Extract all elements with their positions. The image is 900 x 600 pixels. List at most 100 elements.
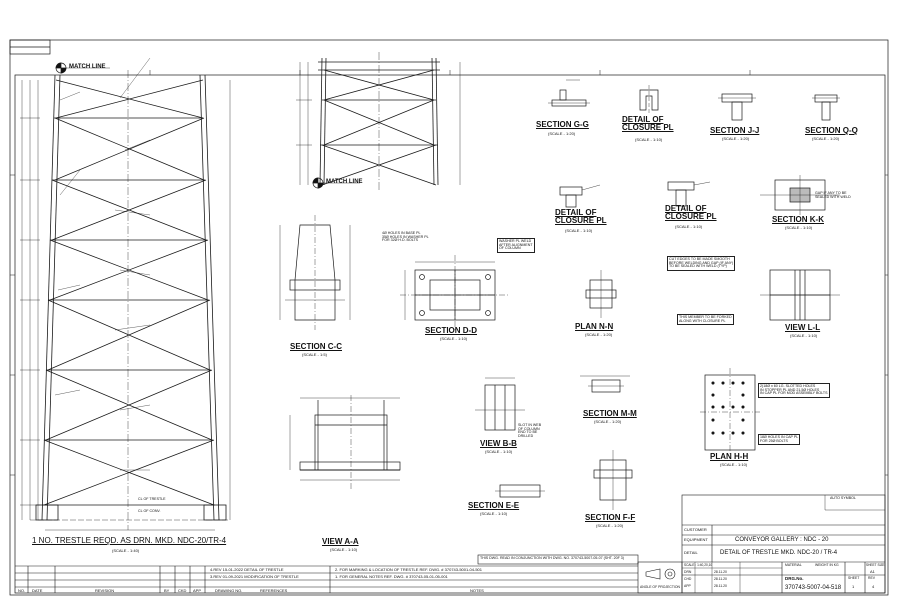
section-c-scale: (SCALE - 1:5)	[302, 352, 327, 357]
sheet-size-label: SHEET SIZE	[866, 563, 885, 567]
plan-h-geometry	[700, 368, 760, 455]
auto-symbol-label: AUTO SYMBOL	[830, 496, 856, 500]
outer-border	[9, 39, 889, 596]
section-d-scale: (SCALE - 1:10)	[440, 336, 468, 341]
ref-line-2: 1. FOR GENERAL NOTES REF. DWG. # 370743-…	[335, 574, 448, 579]
view-b-scale: (SCALE - 1:10)	[485, 449, 513, 454]
cl-trestle-label: CL OF TRESTLE	[138, 497, 166, 501]
section-d-geometry	[400, 255, 510, 330]
cl-conv-label: CL OF CONV.	[138, 509, 161, 513]
section-f-scale: (SCALE - 1:20)	[596, 523, 624, 528]
plan-h-scale: (SCALE - 1:10)	[720, 462, 748, 467]
note-forked: THIS MEMBER TO BE FORKED ALONG WITH CLOS…	[677, 314, 734, 326]
note-gap: GAP IF ANY TO BE SEALED WITH WELD	[815, 191, 851, 199]
sheet-size-value: A1	[870, 569, 875, 574]
rev-label: REV	[868, 576, 875, 580]
ref-line-1: 2. FOR MARKING & LOCATION OF TRESTLE REF…	[335, 567, 483, 572]
rev-hdr-refs: REFERENCES	[260, 588, 288, 593]
rev-hdr-dwg: DRAWING NO.	[215, 588, 243, 593]
sign-date-3: 28.11.20	[714, 584, 727, 588]
view-b-geometry	[475, 377, 525, 431]
reference-note: THIS DWG. READ IN CONJUNCTION WITH DWG. …	[480, 556, 624, 560]
view-a-title: VIEW A-A	[322, 537, 359, 546]
match-line-label-1: MATCH LINE	[69, 64, 106, 70]
view-a-geometry	[289, 395, 401, 490]
section-m-scale: (SCALE - 1:20)	[594, 419, 622, 424]
view-l-scale: (SCALE - 1:10)	[790, 333, 818, 338]
material-label: MATERIAL	[785, 563, 802, 567]
equipment-label: EQUIPMENT	[684, 537, 708, 542]
section-k-scale: (SCALE - 1:10)	[785, 225, 813, 230]
sign-chd: CHD	[684, 577, 692, 581]
closure-2-scale: (SCALE - 1:10)	[565, 228, 593, 233]
projection-label: ANGLE OF PROJECTION	[640, 585, 680, 589]
rev-hdr-notes: NOTES	[470, 588, 484, 593]
trestle-note: 1 NO. TRESTLE REQD. AS DRN. MKD. NDC-20/…	[32, 536, 227, 545]
section-m-title: SECTION M-M	[583, 409, 637, 418]
sign-drn: DRN	[684, 570, 692, 574]
scale-value: SCALE : 1:40,20,10	[684, 563, 713, 567]
rev-hdr-by: BY	[164, 588, 170, 593]
closure-1-title: DETAIL OF CLOSURE PL	[622, 115, 674, 132]
note-base-holes: 4Ø HOLES IN BASE PL 35Ø HOLES IN WASHER …	[382, 231, 429, 243]
sheet-label: SHEET	[848, 576, 860, 580]
trestle-upper-elevation	[296, 52, 461, 190]
view-a-scale: (SCALE - 1:10)	[330, 547, 358, 552]
closure-3-scale: (SCALE - 1:10)	[675, 224, 703, 229]
revision-row-1: 4.REV 15-01-2022 DETAIL OF TRESTLE	[210, 567, 284, 572]
section-q-title: SECTION Q-Q	[805, 126, 858, 135]
match-line-symbols	[55, 62, 360, 189]
customer-label: CUSTOMER	[684, 527, 707, 532]
dwg-no-value: 370743-5007-04-518	[785, 585, 842, 591]
sheet-value: 1	[852, 584, 855, 589]
section-j-geometry	[718, 93, 756, 121]
revision-row-2: 3.REV 01-09-2021 MODIFICATION OF TRESTLE	[210, 574, 299, 579]
section-e-title: SECTION E-E	[468, 501, 520, 510]
title-block-grid	[15, 494, 886, 594]
weight-label: WEIGHT IN KG	[815, 563, 839, 567]
rev-value: 4	[872, 584, 875, 589]
plan-n-title: PLAN N-N	[575, 322, 614, 331]
section-q-geometry	[812, 94, 840, 121]
sign-date-2: 28.11.20	[714, 577, 727, 581]
section-k-geometry	[760, 175, 840, 215]
trestle-elevation	[30, 70, 230, 530]
plan-n-geometry	[585, 270, 617, 318]
view-b-title: VIEW B-B	[480, 439, 517, 448]
closure-1-geometry	[639, 85, 659, 115]
note-slotted-holes: 2)18Ø x 60 LG. SLOTTED HOLES IN STOPPER …	[758, 383, 830, 398]
section-m-geometry	[580, 375, 630, 393]
equipment-value: CONVEYOR GALLERY : NDC - 20	[735, 537, 829, 543]
section-e-scale: (SCALE - 1:10)	[480, 511, 508, 516]
sign-app: APP	[684, 584, 691, 588]
plan-n-scale: (SCALE - 1:20)	[585, 332, 613, 337]
trestle-scale: (SCALE - 1:40)	[112, 548, 140, 553]
section-e-geometry	[495, 484, 545, 498]
section-g-scale: (SCALE - 1:20)	[548, 131, 576, 136]
note-slot: SLOT IN WEB OF COLUMN END TO BE DRILLED	[518, 423, 542, 438]
rev-hdr-revision: REVISION	[95, 588, 115, 593]
section-j-scale: (SCALE - 1:20)	[722, 136, 750, 141]
section-c-title: SECTION C-C	[290, 342, 342, 351]
section-d-title: SECTION D-D	[425, 326, 477, 335]
view-l-title: VIEW L-L	[785, 323, 821, 332]
detail-value: DETAIL OF TRESTLE MKD. NDC-20 / TR-4	[720, 550, 838, 556]
closure-1-scale: (SCALE - 1:10)	[635, 137, 663, 142]
rev-hdr-no: NO.	[18, 588, 26, 593]
section-f-geometry	[593, 450, 633, 510]
closure-3-geometry	[667, 181, 711, 207]
note-cap-holes: 18Ø HOLES IN CAP PL FOR 25Ø BOLTS	[758, 434, 801, 446]
section-c-geometry	[279, 215, 351, 330]
closure-2-geometry	[559, 184, 601, 208]
note-washer: WASHER PL WELD AFTER ALIGNMENT OF COLUMN	[497, 238, 535, 253]
closure-2-title: DETAIL OF CLOSURE PL	[555, 208, 607, 225]
match-line-label-2: MATCH LINE	[326, 179, 363, 185]
section-f-title: SECTION F-F	[585, 513, 636, 522]
note-cut-edges: CUT EDGES TO BE MADE SMOOTH BEFORE WELDI…	[667, 256, 736, 271]
view-l-geometry	[760, 269, 840, 321]
closure-3-title: DETAIL OF CLOSURE PL	[665, 204, 717, 221]
rev-hdr-ckd: CKD	[178, 588, 187, 593]
section-g-geometry	[548, 79, 590, 107]
